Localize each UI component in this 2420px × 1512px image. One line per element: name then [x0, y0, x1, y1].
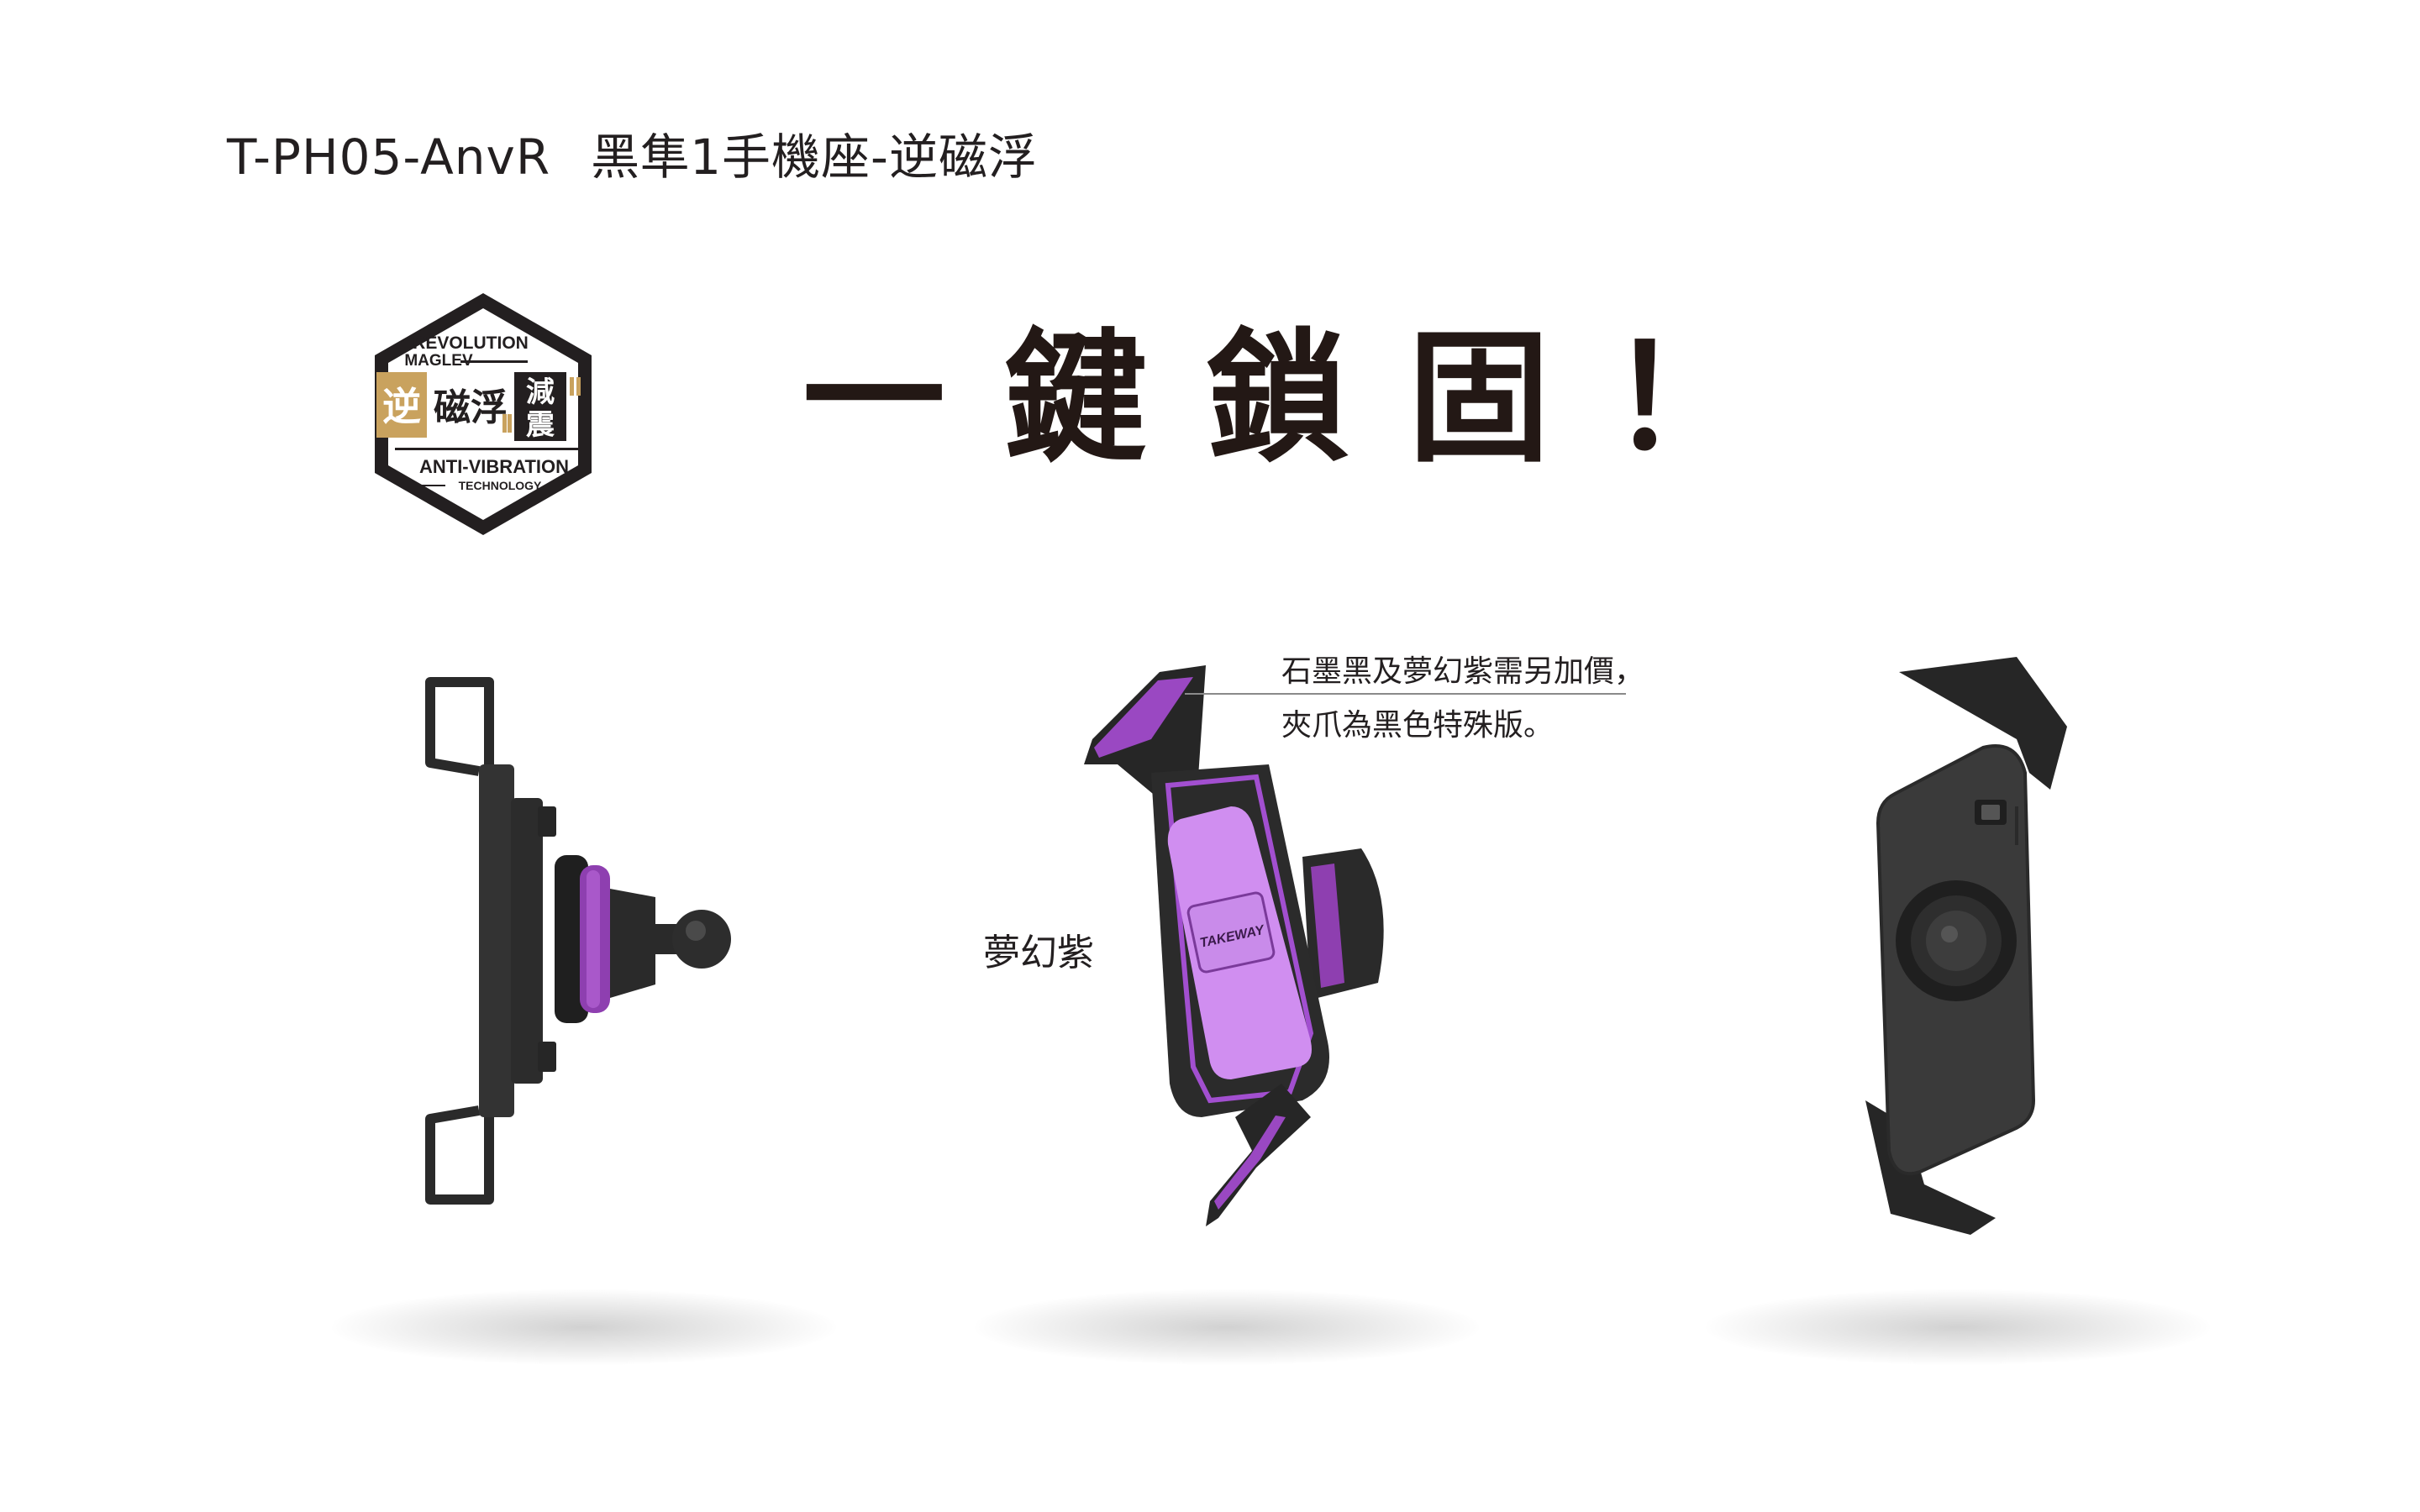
upper-back-claw	[1899, 657, 2067, 790]
side-tab-bottom	[538, 1042, 556, 1072]
product-side-view	[425, 677, 731, 1205]
badge-cn-mid: 磁浮	[434, 386, 508, 429]
badge-rule-bottom-left	[420, 485, 445, 486]
badge-top-text2: MAGLEV	[404, 352, 473, 370]
badge-cn-left: 逆	[382, 384, 421, 429]
badge-bottom-text: ANTI-VIBRATION	[419, 456, 569, 477]
ball-joint	[672, 910, 731, 969]
upper-claw-purple	[1094, 677, 1193, 758]
badge-dark-block	[514, 372, 566, 441]
badge-gold-tick-1	[570, 377, 574, 396]
product-name: 黑隼1手機座-逆磁浮	[591, 129, 1038, 186]
headline: 一鍵鎖固！	[802, 316, 1812, 482]
badge-gold-tick-2	[576, 377, 581, 396]
upper-claw-frame	[425, 677, 494, 776]
logo-plate	[1186, 891, 1276, 974]
side-body-plate	[479, 764, 514, 1117]
badge-gold-tick-4	[508, 414, 512, 433]
lower-claw-frame	[425, 1105, 494, 1205]
purple-ring-highlight	[587, 870, 600, 1008]
purple-mount-ring	[1311, 864, 1344, 988]
back-mount-highlight	[1941, 926, 1958, 942]
badge-hexagon-inner	[388, 308, 578, 520]
side-body-rib	[511, 798, 543, 1084]
product-back-view	[1865, 657, 2067, 1235]
floor-shadow-3	[1706, 1289, 2210, 1365]
product-front-view: TAKEWAY	[1084, 665, 1384, 1226]
price-note: 石墨黑及夢幻紫需另加價， 夾爪為黑色特殊版。	[1281, 645, 1644, 753]
front-purple-outline	[1165, 774, 1314, 1104]
note-line-2: 夾爪為黑色特殊版。	[1281, 708, 1555, 743]
ball-joint-highlight	[686, 921, 706, 941]
note-leader-line	[1185, 693, 1626, 695]
badge-gold-block	[376, 372, 427, 438]
badge-cn-right-bottom: 震	[526, 408, 555, 442]
floor-shadow-1	[332, 1289, 836, 1365]
badge-gold-tick-3	[502, 414, 507, 433]
back-mount-center	[1926, 911, 1986, 971]
page-title: T-PH05-AnvR 黑隼1手機座-逆磁浮	[227, 118, 1038, 188]
lock-switch-knob	[1981, 805, 2000, 820]
ball-neck	[610, 889, 655, 998]
badge-cn-right-top: 減	[526, 375, 555, 409]
lower-claw-purple	[1214, 1116, 1286, 1210]
model-number: T-PH05-AnvR	[227, 129, 551, 186]
floor-shadow-2	[975, 1289, 1479, 1365]
badge-rule-top	[460, 360, 528, 363]
side-tab-top	[538, 806, 556, 837]
revolution-maglev-badge: REVOLUTION MAGLEV 逆 磁浮 減 震 ANTI-VIBRATIO…	[375, 293, 592, 535]
lock-arrow	[2015, 806, 2018, 845]
badge-bottom-sub: TECHNOLOGY	[459, 479, 542, 492]
badge-top-text: REVOLUTION	[413, 333, 529, 353]
note-line-1: 石墨黑及夢幻紫需另加價，	[1281, 654, 1645, 689]
badge-rule-mid	[395, 448, 580, 450]
variant-label: 夢幻紫	[983, 932, 1094, 974]
